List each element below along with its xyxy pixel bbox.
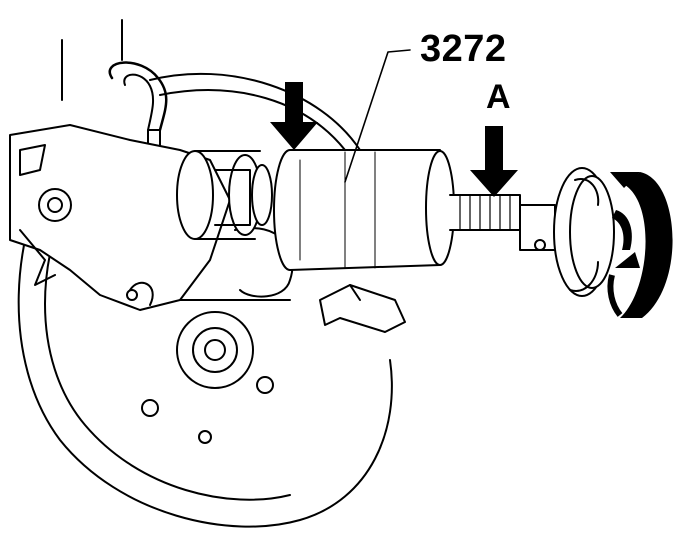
wheel-hub xyxy=(141,311,274,444)
tool-threaded-spindle xyxy=(449,194,521,231)
arrow-down-icon xyxy=(270,82,318,150)
tool-number-label: 3272 xyxy=(420,28,507,70)
rotate-arrow-icon xyxy=(607,172,673,318)
tool-3272-body xyxy=(273,149,455,271)
caliper-bracket xyxy=(9,124,406,333)
caliper-piston-housing xyxy=(176,150,273,240)
callout-a-label: A xyxy=(486,78,511,116)
arrow-down-icon xyxy=(470,126,518,197)
tool-knob xyxy=(519,167,615,297)
tool-label-leader xyxy=(344,49,411,183)
